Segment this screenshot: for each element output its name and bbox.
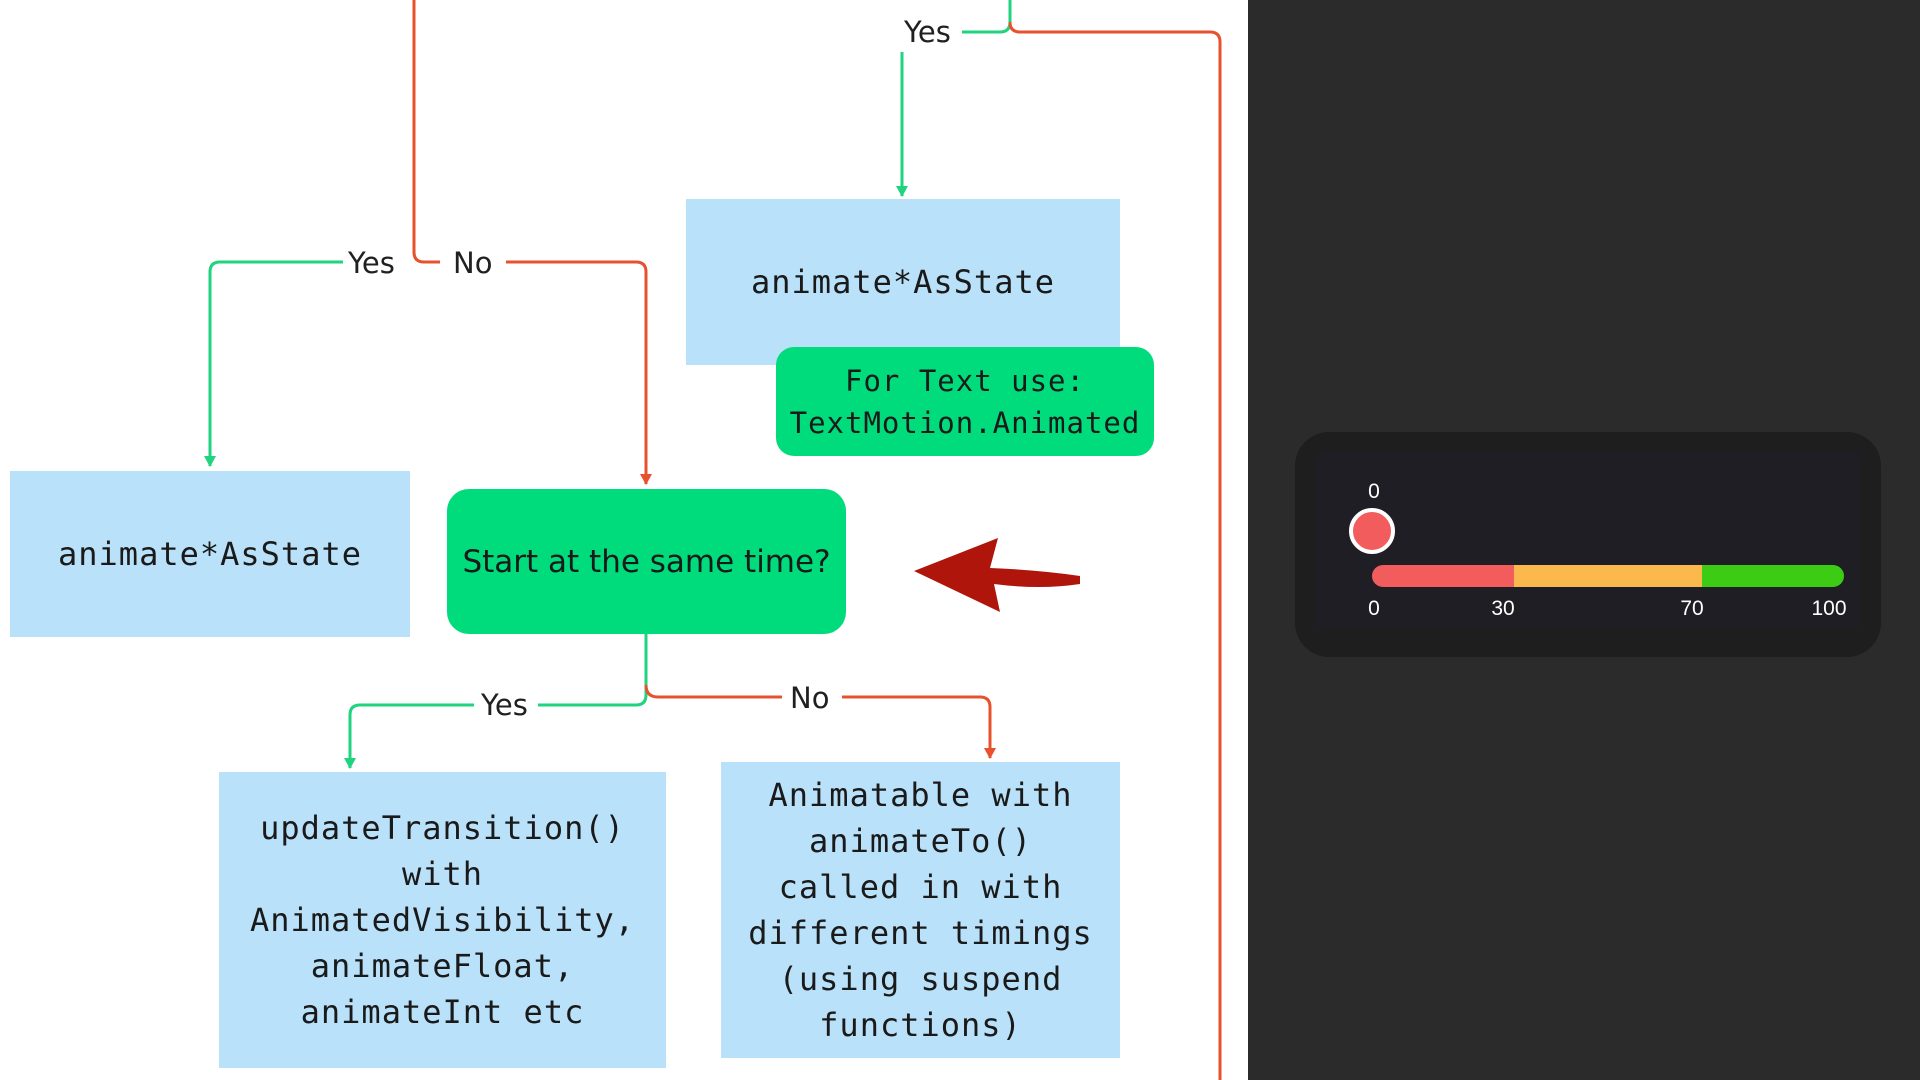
slider-tick-30: 30 <box>1491 597 1515 620</box>
no-connector-bottom-right <box>842 695 996 759</box>
slider-tick-0: 0 <box>1368 597 1380 620</box>
yes-connector-left <box>204 260 343 467</box>
no-label-left: No <box>448 246 498 280</box>
process-box-animatable: Animatable with animateTo() called in wi… <box>721 762 1120 1058</box>
no-label-bottom: No <box>785 681 835 715</box>
slider-thumb[interactable] <box>1349 508 1395 554</box>
slider-panel: 0 0 30 70 100 <box>1248 0 1920 1080</box>
yes-connector-bottom <box>538 634 648 707</box>
flowchart-connectors <box>204 0 1222 1080</box>
no-connector-right <box>1008 21 1222 1080</box>
flowchart: Yes Yes No Yes No animate*AsState For Te… <box>10 0 1222 1080</box>
arrow-left-icon <box>914 538 1080 612</box>
yes-label-left: Yes <box>343 246 400 280</box>
slider-value-label: 0 <box>1368 480 1380 503</box>
no-connector-left <box>506 260 652 485</box>
yes-connector-top <box>962 0 1012 34</box>
text-note-box: For Text use: TextMotion.Animated <box>776 347 1154 456</box>
slider-track[interactable] <box>1372 565 1844 587</box>
slider-segment-1 <box>1513 565 1703 587</box>
slider-body: 0 0 30 70 100 <box>1315 452 1861 629</box>
no-connector-top-left <box>412 0 440 264</box>
slider-card: 0 0 30 70 100 <box>1295 432 1881 657</box>
slider-tick-70: 70 <box>1680 597 1704 620</box>
decision-box: Start at the same time? <box>447 489 846 634</box>
no-connector-bottom <box>644 684 782 699</box>
process-box-animate-top: animate*AsState <box>686 199 1120 365</box>
slider-tick-100: 100 <box>1811 597 1847 620</box>
process-box-animate-left: animate*AsState <box>10 471 410 637</box>
slider-segment-2 <box>1702 565 1844 587</box>
yes-label-top: Yes <box>899 15 956 49</box>
yes-label-bottom: Yes <box>476 688 533 722</box>
process-box-update-transition: updateTransition() with AnimatedVisibili… <box>219 772 666 1068</box>
slider-segment-0 <box>1372 565 1514 587</box>
yes-connector-bottom-left <box>344 703 474 769</box>
